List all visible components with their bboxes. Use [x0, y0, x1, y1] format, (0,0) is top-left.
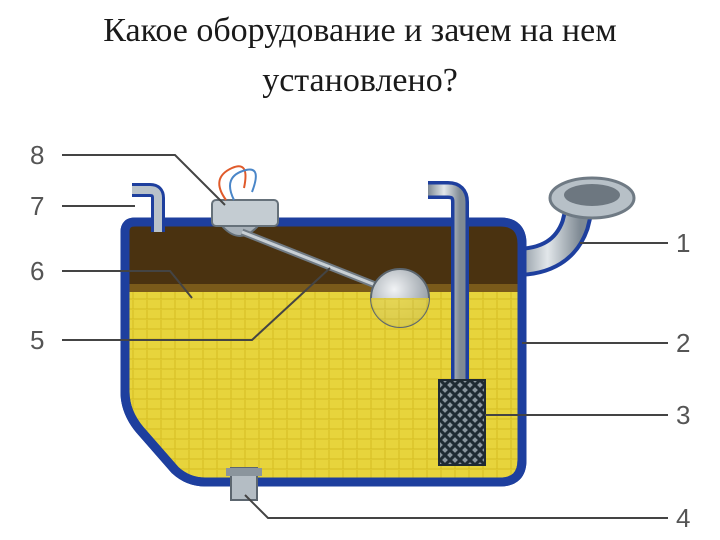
level-sensor	[211, 199, 279, 227]
slide-title: Какое оборудование и зачем на нем устано…	[0, 6, 720, 106]
label-2: 2	[676, 328, 690, 358]
label-3: 3	[676, 400, 690, 430]
fuel-filter-mesh	[438, 379, 486, 466]
label-7: 7	[30, 191, 44, 221]
label-6: 6	[30, 256, 44, 286]
title-line-1: Какое оборудование и зачем на нем	[103, 12, 617, 49]
label-8: 8	[30, 140, 44, 170]
label-4: 4	[676, 503, 690, 533]
label-1: 1	[676, 228, 690, 258]
label-5: 5	[30, 325, 44, 355]
leader-lines	[62, 154, 668, 519]
title-line-2: установлено?	[262, 62, 458, 99]
